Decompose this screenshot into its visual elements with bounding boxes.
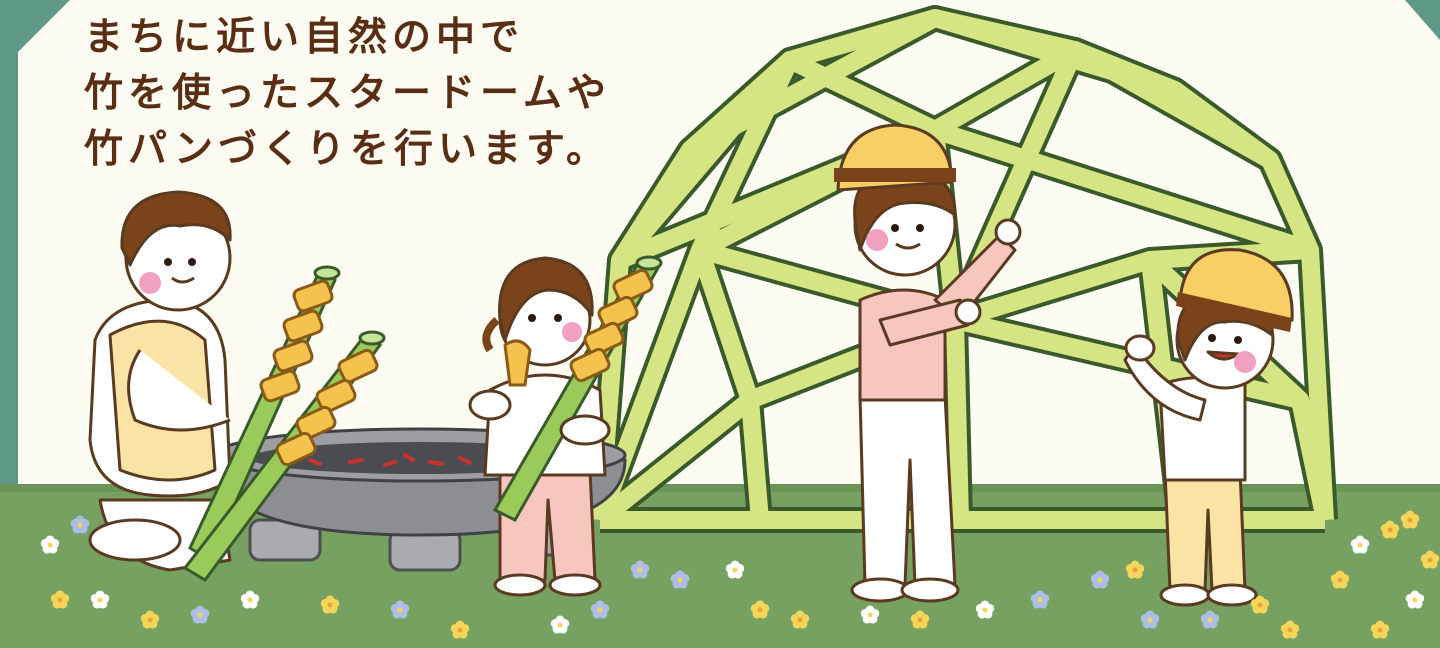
flower-icon: [390, 600, 410, 619]
bamboo-bread-stick: [182, 265, 386, 582]
flower-icon: [1350, 535, 1370, 554]
embers: [308, 453, 472, 467]
small-child-figure: [1123, 248, 1294, 607]
flower-icon: [1140, 610, 1160, 629]
flower-icon: [860, 605, 880, 624]
flower-icon: [670, 570, 690, 589]
flower-icon: [1030, 590, 1050, 609]
boy-figure: [834, 123, 1022, 603]
flower-icon: [190, 605, 210, 624]
flower-icon: [450, 620, 470, 639]
bamboo-bread-stick: [492, 255, 663, 522]
caption-line: 竹パンづくりを行います。: [84, 127, 611, 172]
flower-icon: [1420, 550, 1440, 569]
flower-icon: [1330, 570, 1350, 589]
flower-icon: [40, 535, 60, 554]
flower-icon: [70, 515, 90, 534]
flower-icon: [750, 600, 770, 619]
flower-icon: [1405, 590, 1425, 609]
flower-icon: [590, 600, 610, 619]
caption-line: まちに近い自然の中で: [84, 15, 525, 60]
flower-icon: [50, 590, 70, 609]
flower-icon: [790, 610, 810, 629]
adult-figure: [88, 190, 232, 572]
flower-icon: [725, 560, 745, 579]
flower-icon: [1125, 560, 1145, 579]
flower-icon: [1400, 510, 1420, 529]
flower-icon: [1280, 620, 1300, 639]
flower-icon: [630, 560, 650, 579]
flower-icon: [910, 610, 930, 629]
flower-icon: [1380, 520, 1400, 539]
frame-right: [1405, 0, 1440, 40]
flower-icon: [975, 600, 995, 619]
flower-icon: [90, 590, 110, 609]
caption: まちに近い自然の中で 竹を使ったスタードームや 竹パンづくりを行います。: [84, 10, 611, 178]
flower-icon: [140, 610, 160, 629]
flower-icon: [1370, 620, 1390, 639]
flower-icon: [1250, 595, 1270, 614]
flower-icon: [550, 615, 570, 634]
flower-icon: [1090, 570, 1110, 589]
flower-icon: [1200, 610, 1220, 629]
flower-icon: [320, 595, 340, 614]
frame-corner: [0, 0, 70, 70]
flowers: [40, 510, 1440, 639]
flower-icon: [240, 590, 260, 609]
caption-line: 竹を使ったスタードームや: [84, 71, 611, 116]
